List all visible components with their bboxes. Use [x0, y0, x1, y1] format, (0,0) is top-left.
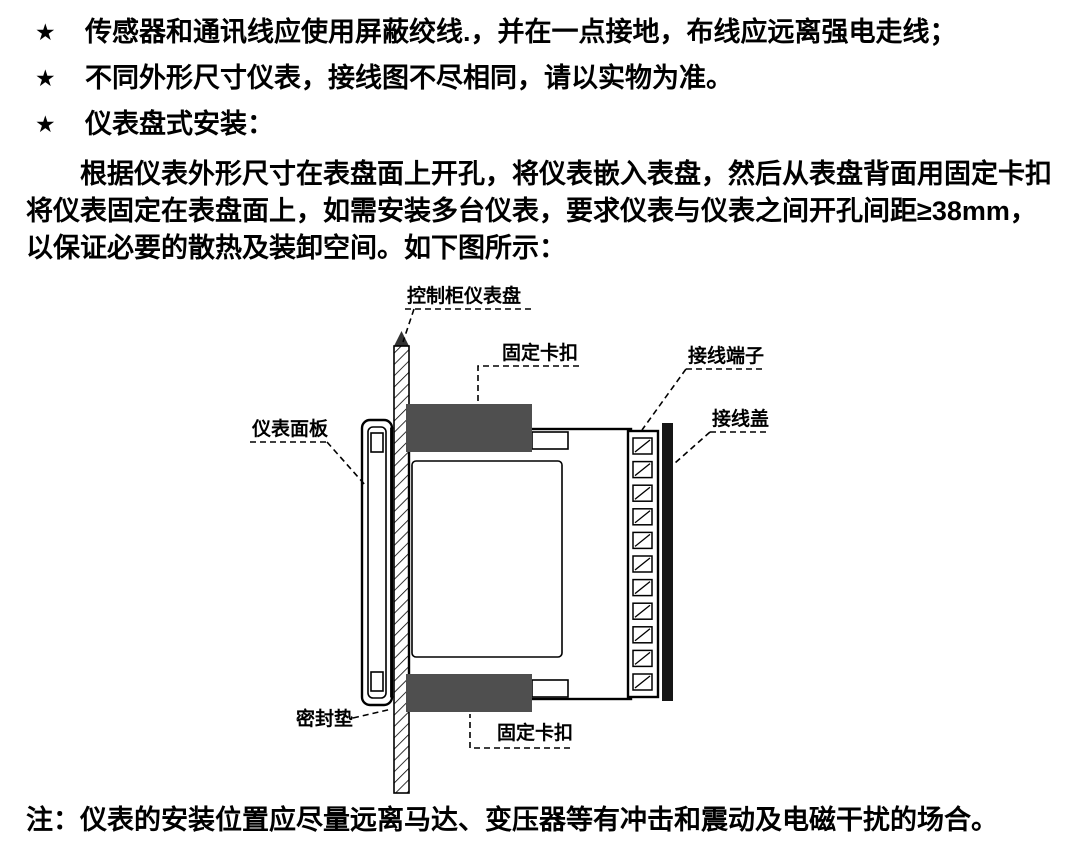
- terminal-screw-slot: [634, 581, 651, 595]
- star-bullet-icon: ★: [35, 65, 56, 91]
- label-cover: 接线盖: [712, 407, 769, 430]
- fixing-clip-bottom-shape: [406, 674, 532, 712]
- leader-clip-bottom: [469, 714, 570, 749]
- case-tab-top: [531, 431, 569, 450]
- leader-gasket: [352, 708, 393, 719]
- label-fixing-clip-bottom: 固定卡扣: [497, 721, 573, 744]
- bezel-latch-bottom: [370, 671, 384, 692]
- terminal-screw-slot: [634, 463, 651, 477]
- installation-paragraph: 根据仪表外形尺寸在表盘面上开孔，将仪表嵌入表盘，然后从表盘背面用固定卡扣将仪表固…: [26, 159, 1052, 263]
- star-bullet-icon: ★: [35, 111, 56, 137]
- instrument-body-shape: [407, 427, 633, 701]
- bullet-text: 仪表盘式安装：: [85, 109, 274, 139]
- terminal-screw-slot: [634, 486, 651, 500]
- terminal-screw-slot: [634, 675, 651, 689]
- terminal-screw-slot: [634, 510, 651, 524]
- bullet-item: ★ 传感器和通讯线应使用屏蔽绞线.，并在一点接地，布线应远离强电走线；: [35, 16, 1055, 49]
- fixing-clip-top-shape: [406, 404, 532, 452]
- star-bullet-icon: ★: [35, 19, 56, 45]
- terminal-cells: [632, 437, 653, 691]
- terminal-block-shape: [626, 429, 660, 699]
- leader-cover: [674, 431, 711, 464]
- cabinet-panel-shape: [393, 331, 410, 794]
- bezel-inner: [367, 426, 387, 699]
- terminal-screw-slot: [634, 439, 651, 453]
- terminal-screw-slot: [634, 651, 651, 665]
- label-gasket: 密封垫: [296, 707, 353, 730]
- leader-terminal: [641, 368, 687, 431]
- leader-front-panel: [326, 441, 367, 487]
- terminal-screw-slot: [634, 628, 651, 642]
- label-fixing-clip-top: 固定卡扣: [502, 341, 578, 364]
- footer-note: 注：仪表的安装位置应尽量远离马达、变压器等有冲击和震动及电磁干扰的场合。: [26, 805, 998, 835]
- leader-lines: [250, 308, 768, 749]
- front-bezel-shape: [360, 418, 394, 707]
- label-cabinet-panel: 控制柜仪表盘: [407, 284, 521, 307]
- bezel-latch-top: [370, 432, 384, 453]
- label-front-panel: 仪表面板: [251, 417, 329, 440]
- bullet-item: ★ 仪表盘式安装：: [35, 108, 1055, 141]
- panel-tip: [394, 331, 409, 346]
- gasket-shape: [390, 427, 395, 698]
- case-tab-bottom: [531, 679, 569, 698]
- bullet-list: ★ 传感器和通讯线应使用屏蔽绞线.，并在一点接地，布线应远离强电走线； ★ 不同…: [35, 16, 1055, 154]
- bullet-text: 传感器和通讯线应使用屏蔽绞线.，并在一点接地，布线应远离强电走线；: [85, 17, 957, 47]
- diagram-labels: 控制柜仪表盘 固定卡扣 接线端子 接线盖 仪表面板 密封垫 固定卡扣: [251, 284, 769, 744]
- leader-panel: [402, 308, 415, 343]
- terminal-screw-slot: [634, 557, 651, 571]
- terminal-screw-slot: [634, 604, 651, 618]
- label-terminal: 接线端子: [688, 344, 764, 367]
- case-module: [411, 460, 563, 658]
- leader-clip-top: [477, 365, 579, 402]
- bullet-text: 不同外形尺寸仪表，接线图不尽相同，请以实物为准。: [85, 63, 733, 93]
- terminal-cover-shape: [662, 423, 673, 701]
- bullet-item: ★ 不同外形尺寸仪表，接线图不尽相同，请以实物为准。: [35, 62, 1055, 95]
- terminal-screw-slot: [634, 533, 651, 547]
